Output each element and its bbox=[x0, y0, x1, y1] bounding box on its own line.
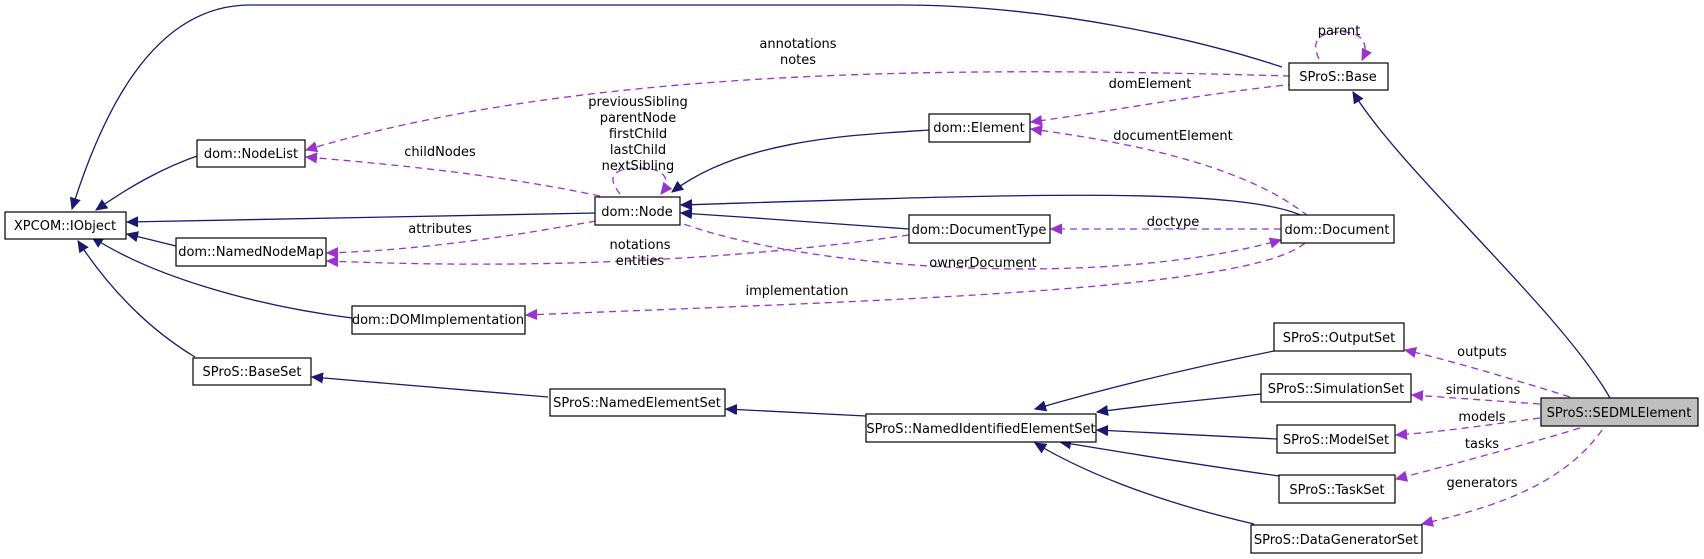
edge-document-to-node bbox=[681, 194, 1306, 218]
svg-text:dom::NamedNodeMap: dom::NamedNodeMap bbox=[178, 245, 324, 260]
edge-simulationset-to-namedidentified bbox=[1097, 393, 1262, 412]
edge-document-documentelement-to-element bbox=[1031, 129, 1309, 217]
edge-sedml-models-to-modelset bbox=[1396, 417, 1541, 435]
label-tasks: tasks bbox=[1465, 437, 1499, 452]
label-parentnode: parentNode bbox=[600, 111, 677, 126]
label-firstchild: firstChild bbox=[609, 127, 667, 142]
edge-namedelementset-to-baseset bbox=[312, 377, 549, 398]
edge-baseset-to-iobject bbox=[78, 241, 196, 358]
node-sypros-baseset[interactable]: SProS::BaseSet bbox=[192, 357, 312, 386]
label-domelement: domElement bbox=[1109, 77, 1192, 92]
edge-domimplementation-to-iobject bbox=[92, 237, 353, 319]
node-dom-namednodemap[interactable]: dom::NamedNodeMap bbox=[175, 237, 327, 267]
edge-base-parent-loop bbox=[1315, 31, 1365, 60]
svg-text:SProS::NamedIdentifiedElementS: SProS::NamedIdentifiedElementSet bbox=[866, 422, 1095, 437]
edge-namednodemap-to-iobject bbox=[127, 234, 177, 247]
node-dom-nodelist[interactable]: dom::NodeList bbox=[196, 139, 306, 168]
edge-element-to-node bbox=[672, 129, 931, 192]
node-dom-node[interactable]: dom::Node bbox=[594, 196, 681, 226]
label-outputs: outputs bbox=[1457, 345, 1507, 360]
usage-edges bbox=[306, 31, 1603, 524]
svg-text:SProS::DataGeneratorSet: SProS::DataGeneratorSet bbox=[1254, 533, 1418, 548]
svg-text:dom::Element: dom::Element bbox=[933, 121, 1024, 136]
edge-sedml-generators-to-datageneratorset bbox=[1422, 429, 1603, 524]
edge-node-ownerdocument-to-document bbox=[672, 219, 1281, 270]
svg-text:SProS::ModelSet: SProS::ModelSet bbox=[1283, 433, 1389, 448]
label-lastchild: lastChild bbox=[610, 143, 666, 158]
edge-documenttype-notations-to-namednodemap bbox=[327, 234, 910, 264]
edge-sedml-outputs-to-outputset bbox=[1405, 350, 1571, 398]
edge-modelset-to-namedidentified bbox=[1097, 430, 1278, 440]
svg-text:dom::NodeList: dom::NodeList bbox=[204, 147, 298, 162]
edge-node-self-loop bbox=[612, 167, 666, 194]
svg-text:SProS::NamedElementSet: SProS::NamedElementSet bbox=[553, 396, 721, 411]
node-sypros-sedmlelement[interactable]: SProS::SEDMLElement bbox=[1540, 397, 1699, 427]
edge-base-domelement-to-element bbox=[1031, 83, 1296, 122]
label-annotations: annotations bbox=[759, 37, 836, 52]
node-dom-document[interactable]: dom::Document bbox=[1280, 214, 1395, 244]
node-sypros-namedelementset[interactable]: SProS::NamedElementSet bbox=[549, 388, 726, 417]
label-implementation: implementation bbox=[745, 284, 848, 299]
label-parent: parent bbox=[1318, 24, 1361, 39]
svg-text:dom::DocumentType: dom::DocumentType bbox=[912, 223, 1047, 238]
node-dom-element[interactable]: dom::Element bbox=[928, 113, 1031, 143]
edge-base-to-iobject bbox=[72, 4, 1283, 209]
edge-namedidentified-to-namedelementset bbox=[726, 409, 867, 417]
svg-text:XPCOM::IObject: XPCOM::IObject bbox=[14, 219, 116, 234]
edge-sedml-to-base bbox=[1353, 92, 1611, 399]
edge-sedml-tasks-to-taskset bbox=[1396, 427, 1581, 479]
edge-node-to-iobject bbox=[127, 212, 597, 222]
label-previoussibling: previousSibling bbox=[588, 95, 687, 110]
node-sypros-taskset[interactable]: SProS::TaskSet bbox=[1278, 474, 1396, 504]
edge-labels: parent annotations notes domElement prev… bbox=[404, 24, 1520, 491]
edge-taskset-to-namedidentified bbox=[1060, 442, 1280, 477]
svg-text:SProS::OutputSet: SProS::OutputSet bbox=[1283, 331, 1395, 346]
svg-text:dom::Document: dom::Document bbox=[1285, 223, 1390, 238]
label-documentelement: documentElement bbox=[1113, 129, 1232, 144]
node-sypros-base[interactable]: SProS::Base bbox=[1288, 62, 1389, 91]
node-sypros-outputset[interactable]: SProS::OutputSet bbox=[1273, 322, 1405, 352]
edge-nodelist-to-iobject bbox=[96, 153, 204, 210]
edge-base-annotations-to-nodelist bbox=[306, 71, 1291, 150]
label-notations: notations bbox=[610, 238, 671, 253]
label-childnodes: childNodes bbox=[404, 145, 476, 160]
node-sypros-namedidentifiedelementset[interactable]: SProS::NamedIdentifiedElementSet bbox=[865, 413, 1097, 443]
edge-datageneratorset-to-namedidentified bbox=[1035, 443, 1255, 525]
svg-text:SProS::Base: SProS::Base bbox=[1299, 70, 1377, 85]
edge-node-attributes-to-namednodemap bbox=[327, 220, 597, 253]
node-sypros-modelset[interactable]: SProS::ModelSet bbox=[1276, 424, 1396, 454]
label-attributes: attributes bbox=[408, 222, 472, 237]
label-generators: generators bbox=[1447, 476, 1518, 491]
label-ownerdocument: ownerDocument bbox=[929, 256, 1037, 271]
svg-text:SProS::SimulationSet: SProS::SimulationSet bbox=[1268, 382, 1404, 397]
svg-text:SProS::TaskSet: SProS::TaskSet bbox=[1289, 483, 1384, 498]
svg-text:SProS::BaseSet: SProS::BaseSet bbox=[203, 365, 302, 380]
label-entities: entities bbox=[616, 254, 665, 269]
edge-outputset-to-namedidentified bbox=[1035, 350, 1275, 409]
node-xpcom-iobject[interactable]: XPCOM::IObject bbox=[4, 211, 127, 240]
node-dom-documenttype[interactable]: dom::DocumentType bbox=[908, 214, 1051, 244]
label-doctype: doctype bbox=[1147, 215, 1199, 230]
nodes: XPCOM::IObject SProS::Base dom::NodeList… bbox=[4, 62, 1699, 554]
svg-text:dom::Node: dom::Node bbox=[601, 205, 673, 220]
edge-node-childnodes-to-nodelist bbox=[306, 157, 601, 197]
svg-text:SProS::SEDMLElement: SProS::SEDMLElement bbox=[1547, 406, 1692, 421]
label-nextsibling: nextSibling bbox=[602, 159, 675, 174]
label-notes: notes bbox=[780, 53, 816, 68]
label-simulations: simulations bbox=[1446, 383, 1521, 398]
label-models: models bbox=[1458, 410, 1505, 425]
node-dom-domimplementation[interactable]: dom::DOMImplementation bbox=[351, 305, 526, 335]
edge-sedml-simulations-to-simulationset bbox=[1412, 395, 1541, 405]
edge-documenttype-to-node bbox=[681, 213, 910, 230]
edge-document-implementation-to-domimplementation bbox=[526, 242, 1306, 315]
node-sypros-simulationset[interactable]: SProS::SimulationSet bbox=[1260, 373, 1412, 403]
node-sypros-datageneratorset[interactable]: SProS::DataGeneratorSet bbox=[1250, 524, 1423, 554]
inheritance-edges bbox=[72, 4, 1611, 525]
svg-text:dom::DOMImplementation: dom::DOMImplementation bbox=[352, 313, 524, 328]
